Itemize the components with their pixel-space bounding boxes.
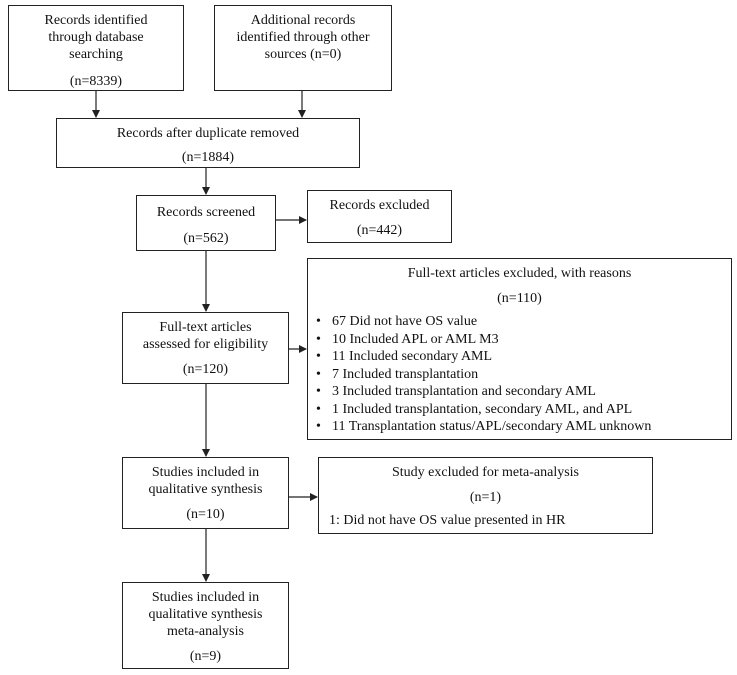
box-meta-analysis: Studies included in qualitative synthesi… <box>122 582 289 669</box>
list-item: •1 Included transplantation, secondary A… <box>316 401 633 417</box>
box-line: meta-analysis <box>167 624 244 639</box>
box-reason: 1: Did not have OS value presented in HR <box>329 513 566 528</box>
list-item: •11 Transplantation status/APL/secondary… <box>316 419 652 434</box>
box-records-identified: Records identified through database sear… <box>8 5 184 91</box>
box-title: Full-text articles excluded, with reason… <box>407 266 632 281</box>
box-line: qualitative synthesis <box>148 482 263 497</box>
box-line: sources (n=0) <box>264 47 342 62</box>
box-line: Studies included in <box>151 590 260 605</box>
box-count: (n=1884) <box>181 150 235 165</box>
box-line: Studies included in <box>151 465 260 480</box>
box-line: Records identified <box>44 13 148 28</box>
box-line: Additional records <box>250 13 356 28</box>
box-line: Records screened <box>156 205 256 220</box>
box-count: (n=1) <box>469 490 502 505</box>
box-records-after-dedup: Records after duplicate removed (n=1884) <box>56 118 360 168</box>
list-item: •7 Included transplantation <box>316 366 479 382</box>
box-line: identified through other <box>236 30 370 45</box>
box-count: (n=9) <box>189 649 222 664</box>
list-item: •67 Did not have OS value <box>316 314 478 329</box>
box-count: (n=8339) <box>69 74 123 89</box>
box-records-screened: Records screened (n=562) <box>136 195 276 251</box>
box-line: qualitative synthesis <box>148 607 263 622</box>
box-count: (n=562) <box>183 231 229 246</box>
box-line: assessed for eligibility <box>142 337 269 352</box>
box-count: (n=10) <box>186 507 225 522</box>
box-line: Records after duplicate removed <box>116 126 300 141</box>
box-line: Records excluded <box>329 198 430 213</box>
box-count: (n=442) <box>356 223 403 238</box>
box-qualitative-synthesis: Studies included in qualitative synthesi… <box>122 457 289 529</box>
box-line: searching <box>69 47 123 62</box>
exclusion-reasons-list: •67 Did not have OS value •10 Included A… <box>308 313 731 436</box>
list-item: •10 Included APL or AML M3 <box>316 331 499 347</box>
box-fulltext-assessed: Full-text articles assessed for eligibil… <box>122 312 289 384</box>
box-line: Full-text articles <box>159 320 252 335</box>
list-item: •3 Included transplantation and secondar… <box>316 384 596 399</box>
box-title: Study excluded for meta-analysis <box>391 465 579 480</box>
box-records-excluded: Records excluded (n=442) <box>307 190 452 243</box>
list-item: •11 Included secondary AML <box>316 349 493 364</box>
box-meta-excluded: Study excluded for meta-analysis (n=1) 1… <box>318 457 653 534</box>
box-count: (n=120) <box>182 362 229 377</box>
box-fulltext-excluded: Full-text articles excluded, with reason… <box>307 258 732 440</box>
box-line: through database <box>48 30 144 45</box>
box-count: (n=110) <box>497 291 542 306</box>
box-additional-records: Additional records identified through ot… <box>214 5 392 91</box>
